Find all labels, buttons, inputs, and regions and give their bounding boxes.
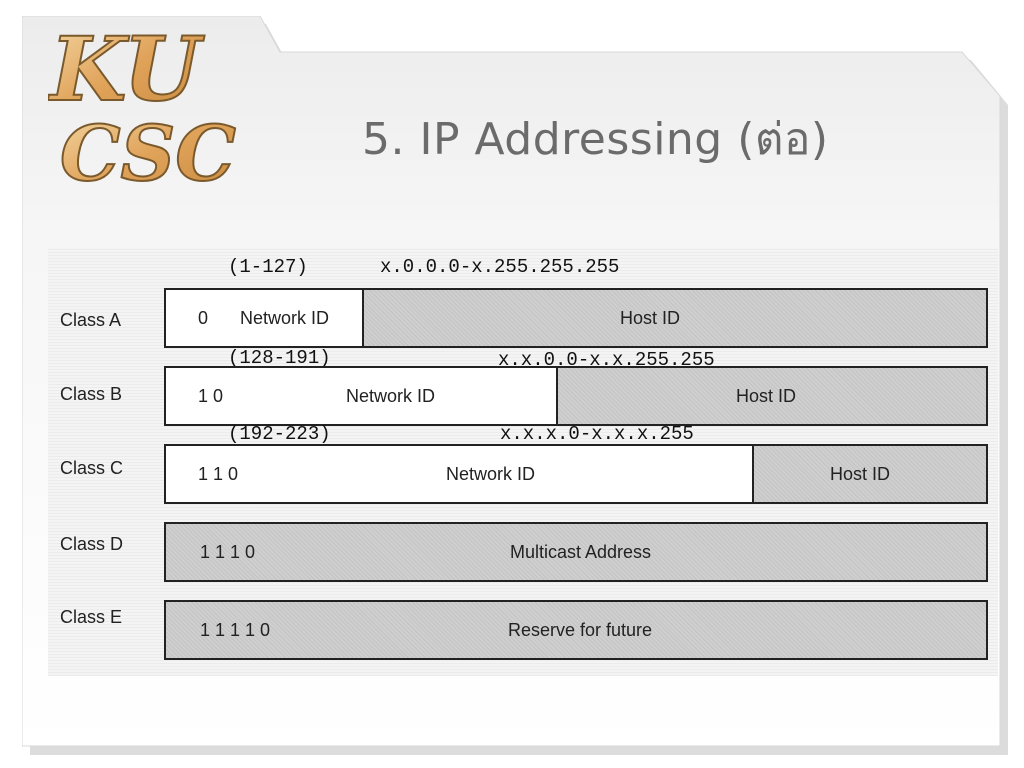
class-a-label: Class A bbox=[60, 310, 122, 330]
class-d-label: Class D bbox=[60, 534, 124, 554]
class-c-bar: 1 1 0 Network ID Host ID bbox=[164, 444, 988, 504]
class-c-network-label: Network ID bbox=[446, 463, 536, 484]
class-c-host-label: Host ID bbox=[830, 463, 891, 484]
logo-ku-text: KU bbox=[48, 22, 205, 121]
ip-class-figure: (1-127) x.0.0.0-x.255.255.255 Class A 0 … bbox=[48, 248, 998, 676]
class-d-prefix: 1 1 1 0 bbox=[200, 541, 256, 562]
class-a-prefix: 0 bbox=[198, 307, 209, 328]
class-d-field: 1 1 1 0 Multicast Address bbox=[166, 524, 986, 580]
class-b-label: Class B bbox=[60, 384, 123, 404]
class-b-network-field: 1 0 Network ID bbox=[166, 368, 558, 424]
class-b-host-label: Host ID bbox=[736, 385, 797, 406]
class-b-range: (128-191) bbox=[228, 347, 331, 369]
class-e-prefix: 1 1 1 1 0 bbox=[200, 619, 271, 640]
class-d-bar: 1 1 1 0 Multicast Address bbox=[164, 522, 988, 582]
class-c-label: Class C bbox=[60, 458, 124, 478]
class-a-range: (1-127) bbox=[228, 256, 308, 278]
class-e-field: 1 1 1 1 0 Reserve for future bbox=[166, 602, 986, 658]
class-c-address-range: x.x.x.0-x.x.x.255 bbox=[500, 423, 694, 445]
class-b-bar: 1 0 Network ID Host ID bbox=[164, 366, 988, 426]
class-b-prefix: 1 0 bbox=[198, 385, 224, 406]
class-b-network-label: Network ID bbox=[346, 385, 436, 406]
class-a-host-label: Host ID bbox=[620, 307, 681, 328]
class-a-host-field: Host ID bbox=[364, 290, 986, 346]
class-c-network-field: 1 1 0 Network ID bbox=[166, 446, 754, 502]
class-a-address-range: x.0.0.0-x.255.255.255 bbox=[380, 256, 620, 278]
class-a-network-field: 0 Network ID bbox=[166, 290, 364, 346]
class-a-network-label: Network ID bbox=[240, 307, 330, 328]
class-e-label: Class E bbox=[60, 607, 123, 627]
class-c-range: (192-223) bbox=[228, 423, 331, 445]
class-b-host-field: Host ID bbox=[558, 368, 986, 424]
class-a-bar: 0 Network ID Host ID bbox=[164, 288, 988, 348]
class-c-prefix: 1 1 0 bbox=[198, 463, 239, 484]
page-title: 5. IP Addressing (ต่อ) bbox=[362, 114, 829, 165]
ku-csc-logo: KU CSC bbox=[48, 22, 237, 192]
logo-csc-text: CSC bbox=[60, 109, 236, 192]
class-b-address-range: x.x.0.0-x.x.255.255 bbox=[498, 349, 715, 371]
class-e-bar: 1 1 1 1 0 Reserve for future bbox=[164, 600, 988, 660]
class-c-host-field: Host ID bbox=[754, 446, 986, 502]
class-d-field-label: Multicast Address bbox=[510, 541, 652, 562]
class-e-field-label: Reserve for future bbox=[508, 619, 653, 640]
